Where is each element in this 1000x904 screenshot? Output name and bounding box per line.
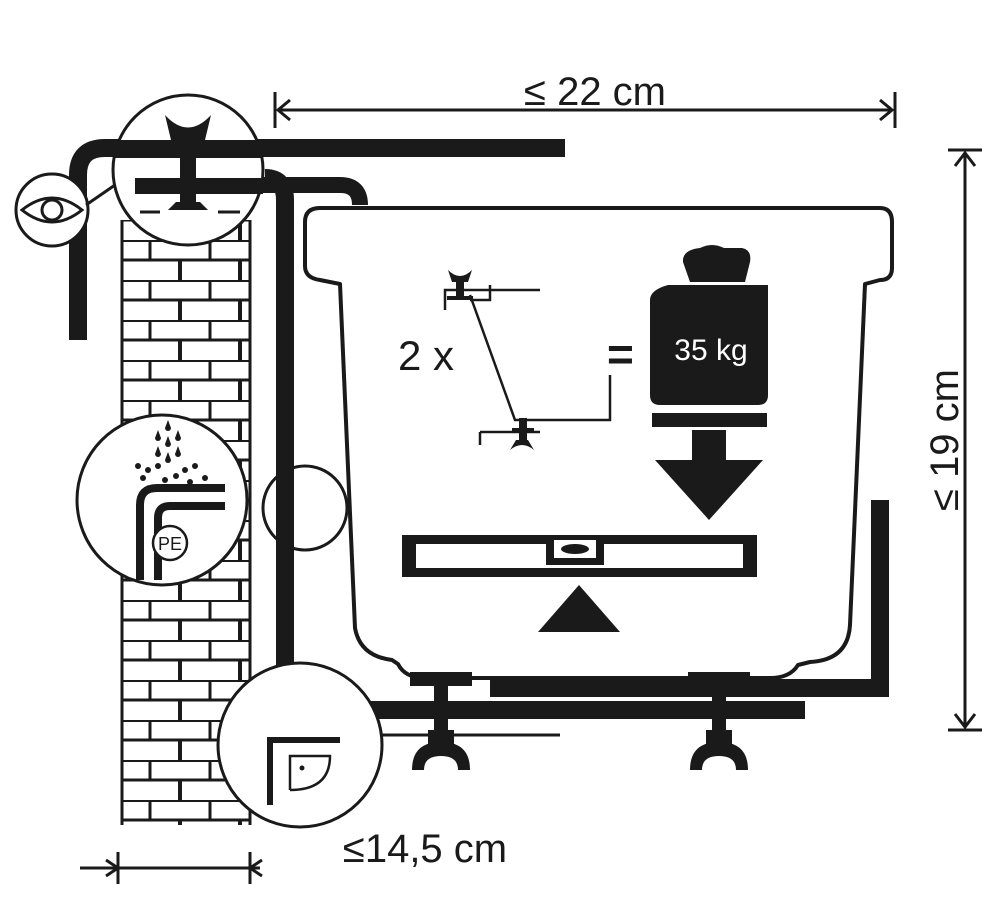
support-frame xyxy=(490,500,889,697)
dimension-top xyxy=(273,92,897,128)
tub-foot-right xyxy=(688,672,750,770)
wing-screw-icon xyxy=(447,270,534,450)
detail-circle-joint xyxy=(261,464,349,552)
pe-badge xyxy=(151,524,189,562)
spirit-level-icon xyxy=(402,535,757,632)
dimension-bottom xyxy=(80,852,263,884)
detail-circle-pe: PE xyxy=(75,413,249,587)
detail-circle-top xyxy=(111,93,265,247)
pe-badge-label: PE xyxy=(158,534,182,554)
water-drops-icon xyxy=(135,420,208,485)
angle-icon xyxy=(288,754,332,792)
dimension-height-label: ≤ 19 cm xyxy=(923,369,967,511)
arrow-down-icon xyxy=(652,413,767,520)
dimension-height xyxy=(948,148,982,732)
weight-icon xyxy=(650,245,768,405)
tub-foot-left xyxy=(410,672,472,770)
detail-circle-angle xyxy=(216,661,384,829)
eye-icon xyxy=(14,172,116,248)
dimension-top-label: ≤ 22 cm xyxy=(524,70,666,114)
equals-sign: = xyxy=(607,328,634,380)
multiplier-label: 2 x xyxy=(398,332,454,379)
weight-label: 35 kg xyxy=(674,334,747,367)
dimension-bottom-label: ≤14,5 cm xyxy=(343,827,507,871)
